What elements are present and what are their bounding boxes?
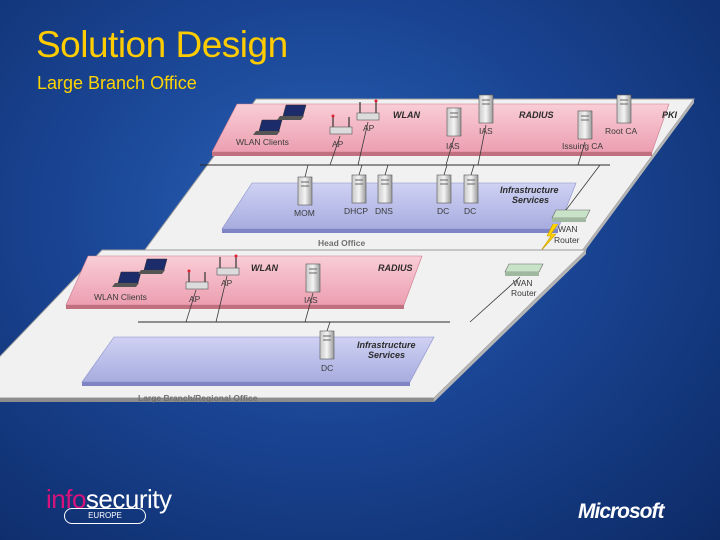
router-icon — [551, 209, 591, 222]
head-office-wlan-clients-label: WLAN Clients — [236, 137, 289, 147]
server-icon — [377, 174, 393, 204]
branch-office-radius-label: RADIUS — [378, 263, 413, 273]
access-point-icon — [356, 99, 380, 121]
access-point-icon — [329, 114, 353, 135]
head-office-connectors — [304, 121, 601, 211]
laptop-icon — [112, 271, 142, 287]
head-office-ias2-label: IAS — [479, 126, 493, 136]
slide-subtitle: Large Branch Office — [37, 73, 197, 93]
laptop-icon — [253, 119, 283, 135]
head-office-wlan-label: WLAN — [393, 110, 420, 120]
infosecurity-logo-part2: security — [85, 484, 172, 514]
laptop-icon — [277, 104, 307, 120]
server-icon — [446, 107, 462, 137]
slide-title: Solution Design — [36, 24, 288, 65]
head-office-dc2-label: DC — [464, 206, 476, 216]
microsoft-logo: Microsoft — [578, 500, 664, 523]
branch-office-plate-label: Large Branch/Regional Office — [138, 393, 258, 403]
branch-office-infra-zone — [81, 336, 435, 386]
server-icon — [577, 110, 593, 140]
server-icon — [351, 174, 367, 204]
branch-office-connectors — [185, 275, 521, 332]
head-office-plate-label: Head Office — [318, 238, 366, 248]
branch-office-wan-label-2: Router — [511, 288, 537, 298]
laptop-icon — [138, 258, 168, 274]
branch-office-wlan-clients-label: WLAN Clients — [94, 292, 147, 302]
head-office-ias1-label: IAS — [446, 141, 460, 151]
head-office-infra-label-1: Infrastructure — [500, 185, 559, 195]
infosecurity-region-badge: EUROPE — [64, 508, 146, 524]
access-point-icon — [216, 254, 240, 276]
router-icon — [504, 263, 544, 276]
head-office-wan-label-2: Router — [554, 235, 580, 245]
head-office-dns-label: DNS — [375, 206, 393, 216]
branch-office-infra-label-2: Services — [368, 350, 405, 360]
server-icon — [319, 330, 335, 360]
head-office-infra-label-2: Services — [512, 195, 549, 205]
server-icon — [436, 174, 452, 204]
branch-office-wlan-label: WLAN — [251, 263, 278, 273]
head-office-mom-label: MOM — [294, 208, 315, 218]
server-icon — [463, 174, 479, 204]
branch-office-infra-label-1: Infrastructure — [357, 340, 416, 350]
server-icon — [305, 263, 321, 293]
head-office-ap1-label: AP — [332, 139, 344, 149]
head-office-wan-label-1: WAN — [558, 224, 578, 234]
head-office-dc1-label: DC — [437, 206, 449, 216]
server-icon — [478, 94, 494, 124]
head-office-pki-label: PKI — [662, 110, 678, 120]
server-icon — [297, 176, 313, 206]
branch-office-ap2-label: AP — [221, 278, 233, 288]
branch-office-dc-label: DC — [321, 363, 333, 373]
head-office-radius-label: RADIUS — [519, 110, 554, 120]
branch-office-wan-label-1: WAN — [513, 278, 533, 288]
head-office-issuing-ca-label: Issuing CA — [562, 141, 603, 151]
server-icon — [616, 94, 632, 124]
head-office-ap2-label: AP — [363, 123, 375, 133]
access-point-icon — [185, 269, 209, 290]
head-office-dhcp-label: DHCP — [344, 206, 368, 216]
head-office-root-ca-label: Root CA — [605, 126, 637, 136]
head-office-wlan-zone — [211, 103, 670, 156]
branch-office-ap1-label: AP — [189, 294, 201, 304]
